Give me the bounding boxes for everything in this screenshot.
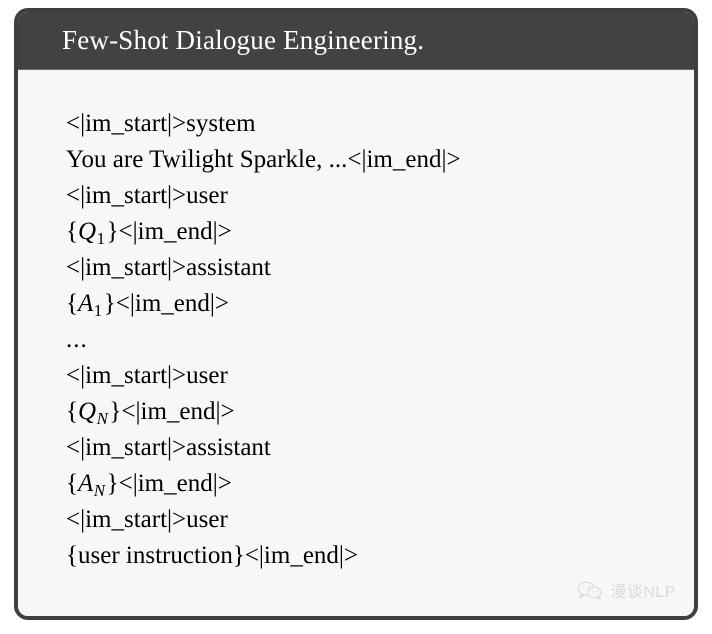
prompt-line: <|im_start|>assistant <box>66 430 694 466</box>
prompt-line-suffix: }<|im_end|> <box>109 398 235 425</box>
prompt-line-text: You are Twilight Sparkle, ...<|im_end|> <box>66 146 461 173</box>
watermark: 漫谈NLP <box>577 578 676 602</box>
math-subscript: 1 <box>93 300 103 320</box>
prompt-line-prefix: { <box>66 290 78 317</box>
prompt-line: <|im_start|>assistant <box>66 250 694 286</box>
figure-card: Few-Shot Dialogue Engineering. <|im_star… <box>14 8 698 620</box>
figure-header: Few-Shot Dialogue Engineering. <box>18 12 694 70</box>
prompt-line-text: <|im_start|>assistant <box>66 254 271 281</box>
prompt-line-text: <|im_start|>user <box>66 182 228 209</box>
prompt-line-suffix: }<|im_end|> <box>106 218 232 245</box>
prompt-line-text: ... <box>66 326 88 353</box>
prompt-line-text: <|im_start|>system <box>66 110 256 137</box>
math-subscript: N <box>96 408 108 428</box>
prompt-line-text: <|im_start|>user <box>66 506 228 533</box>
figure-title: Few-Shot Dialogue Engineering. <box>62 25 425 55</box>
prompt-line-prefix: { <box>66 218 78 245</box>
prompt-line: {AN}<|im_end|> <box>66 466 694 502</box>
math-variable: Q <box>78 218 97 245</box>
prompt-line: {Q1}<|im_end|> <box>66 214 694 250</box>
prompt-line: <|im_start|>user <box>66 502 694 538</box>
math-subscript: 1 <box>96 228 106 248</box>
prompt-line-text: {user instruction}<|im_end|> <box>66 542 359 569</box>
math-variable: Q <box>78 398 97 425</box>
prompt-line: {QN}<|im_end|> <box>66 394 694 430</box>
math-subscript: N <box>93 480 106 500</box>
prompt-line-suffix: }<|im_end|> <box>103 290 229 317</box>
watermark-text: 漫谈NLP <box>610 584 676 601</box>
prompt-line: {A1}<|im_end|> <box>66 286 694 322</box>
wechat-logo-icon <box>577 581 603 600</box>
math-variable: A <box>78 290 94 317</box>
prompt-line-prefix: { <box>66 398 78 425</box>
prompt-line-text: <|im_start|>user <box>66 362 228 389</box>
prompt-line-suffix: }<|im_end|> <box>106 470 232 497</box>
prompt-line: {user instruction}<|im_end|> <box>66 538 694 574</box>
prompt-line: <|im_start|>system <box>66 106 694 142</box>
prompt-line: You are Twilight Sparkle, ...<|im_end|> <box>66 142 694 178</box>
prompt-line: <|im_start|>user <box>66 178 694 214</box>
prompt-line: <|im_start|>user <box>66 358 694 394</box>
prompt-line-prefix: { <box>66 470 78 497</box>
prompt-line-text: <|im_start|>assistant <box>66 434 271 461</box>
math-variable: A <box>78 470 94 497</box>
prompt-line: ... <box>66 322 694 358</box>
